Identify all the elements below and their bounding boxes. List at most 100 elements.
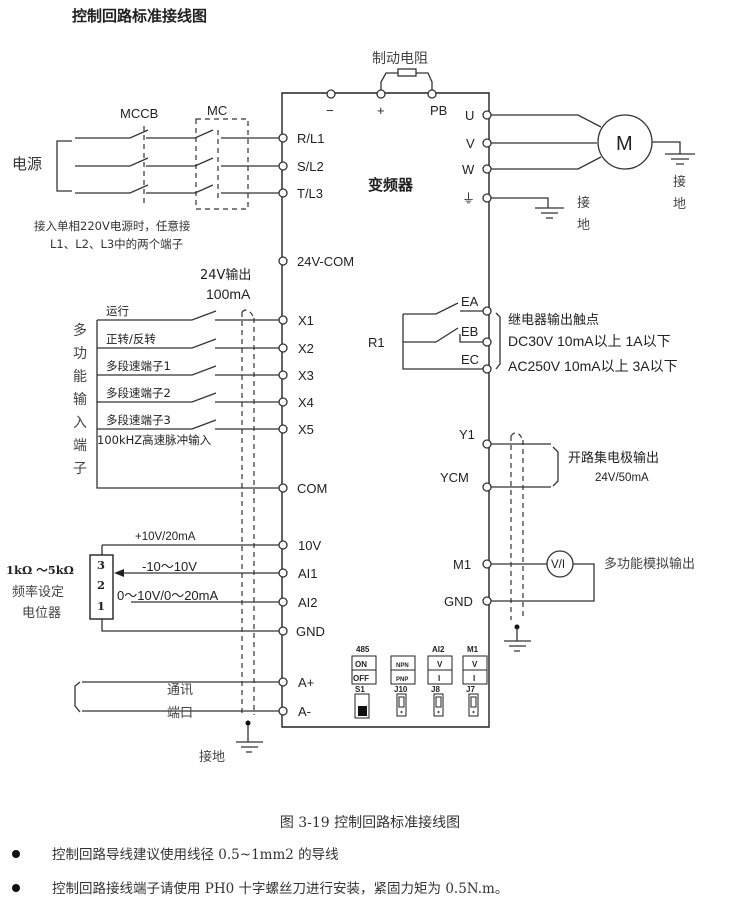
label-gnd-left: GND — [296, 624, 325, 639]
label-ai1: AI1 — [298, 566, 318, 581]
input-terminal-label: X4 — [298, 395, 314, 410]
input-terminal-label: X3 — [298, 368, 314, 383]
terminal-gnd-right[interactable] — [482, 596, 492, 606]
bullet-icon — [12, 884, 20, 892]
ai1-range-label: -10～10V — [142, 559, 197, 574]
label-m1: M1 — [453, 557, 471, 572]
terminal-plus[interactable] — [376, 89, 386, 99]
label-ai2: AI2 — [298, 595, 318, 610]
switch-title: 485 — [356, 645, 370, 654]
label-24v-com: 24V-COM — [297, 254, 354, 269]
svg-text:功: 功 — [73, 345, 87, 361]
terminal-m1[interactable] — [482, 559, 492, 569]
figure-caption: 图 3-19 控制回路标准接线图 — [279, 815, 461, 831]
terminal-u[interactable] — [482, 110, 492, 120]
open-collector-desc-2: 24V/50mA — [595, 472, 649, 484]
relay-label: R1 — [368, 335, 385, 350]
terminal-a-plus[interactable] — [278, 677, 288, 687]
switch-option-top: V — [437, 660, 443, 669]
mc-label: MC — [207, 103, 227, 118]
input-switch[interactable] — [97, 338, 279, 349]
label-eb: EB — [461, 324, 478, 339]
terminal-10v[interactable] — [278, 540, 288, 550]
input-function-label: 正转/反转 — [106, 332, 156, 346]
terminal-w[interactable] — [482, 164, 492, 174]
switch-option-bottom: PNP — [396, 677, 408, 683]
relay-desc-2: DC30V 10mA以上 1A以下 — [508, 333, 671, 349]
switch-title: M1 — [467, 645, 479, 654]
terminal-a-minus[interactable] — [278, 706, 288, 716]
supply24-label-2: 100mA — [206, 286, 251, 302]
input-shield — [241, 309, 255, 715]
terminal-gnd-left[interactable] — [278, 626, 288, 636]
brake-resistor — [380, 68, 433, 93]
terminal-ai2[interactable] — [278, 597, 288, 607]
pot-label-1: 频率设定 — [12, 584, 64, 600]
input-switch[interactable] — [97, 365, 279, 376]
terminal-y1[interactable] — [482, 439, 492, 449]
inverter-ground-label: 接地 — [577, 195, 590, 233]
label-a-plus: A+ — [298, 675, 314, 690]
switch-id: J7 — [466, 685, 475, 694]
terminal-pb[interactable] — [427, 89, 437, 99]
terminal-x[interactable] — [278, 343, 288, 353]
note-item: 控制回路导线建议使用线径 0.5~1mm2 的导线 — [0, 846, 740, 880]
terminal-s[interactable] — [278, 161, 288, 171]
svg-text:输: 输 — [73, 391, 87, 407]
terminal-ycm[interactable] — [482, 482, 492, 492]
input-switch[interactable] — [97, 419, 279, 430]
input-terminal-label: X1 — [298, 313, 314, 328]
terminal-x[interactable] — [278, 370, 288, 380]
mccb-label: MCCB — [120, 106, 158, 121]
switch-id: J8 — [431, 685, 440, 694]
label-10v: 10V — [298, 538, 321, 553]
switch-id: S1 — [355, 685, 365, 694]
input-switch[interactable] — [97, 392, 279, 403]
svg-text:能: 能 — [73, 368, 87, 384]
terminal-com[interactable] — [278, 483, 288, 493]
svg-text:多: 多 — [73, 322, 87, 338]
digital-input-group-label: 多 功 能 输 入 端 子 — [73, 322, 87, 476]
terminal-ea[interactable] — [482, 306, 492, 316]
terminal-x[interactable] — [278, 315, 288, 325]
power-source-label: 电源 — [12, 155, 42, 173]
comm-ground-label: 接地 — [199, 749, 225, 765]
terminal-pe[interactable] — [482, 193, 492, 203]
label-ea: EA — [461, 294, 479, 309]
terminal-minus[interactable] — [326, 89, 336, 99]
switch-option-top: ON — [355, 660, 367, 669]
svg-text:子: 子 — [73, 460, 87, 476]
inverter-label: 变频器 — [368, 176, 414, 194]
terminal-r[interactable] — [278, 133, 288, 143]
relay-desc-3: AC250V 10mA以上 3A以下 — [508, 358, 678, 374]
terminal-x[interactable] — [278, 424, 288, 434]
x5-pulse-note: 100kHZ高速脉冲输入 — [97, 433, 212, 447]
label-minus: − — [326, 103, 334, 118]
terminal-eb[interactable] — [482, 337, 492, 347]
motor-ground-icon — [665, 153, 695, 165]
terminal-x[interactable] — [278, 397, 288, 407]
label-v: V — [466, 136, 475, 151]
switch-option-bottom: OFF — [353, 674, 369, 683]
label-w: W — [462, 162, 475, 177]
input-function-label: 多段速端子1 — [106, 359, 171, 373]
potentiometer — [89, 554, 114, 620]
switch-option-top: V — [472, 660, 478, 669]
label-a-minus: A- — [298, 704, 311, 719]
terminal-24v-com[interactable] — [278, 256, 288, 266]
terminal-t[interactable] — [278, 188, 288, 198]
notes-list: 控制回路导线建议使用线径 0.5~1mm2 的导线 控制回路接线端子请使用 PH… — [0, 846, 740, 914]
terminal-v[interactable] — [482, 138, 492, 148]
input-switch[interactable] — [97, 310, 279, 321]
terminal-ai1[interactable] — [278, 568, 288, 578]
terminal-ec[interactable] — [482, 364, 492, 374]
relay-desc-1: 继电器输出触点 — [508, 312, 599, 328]
